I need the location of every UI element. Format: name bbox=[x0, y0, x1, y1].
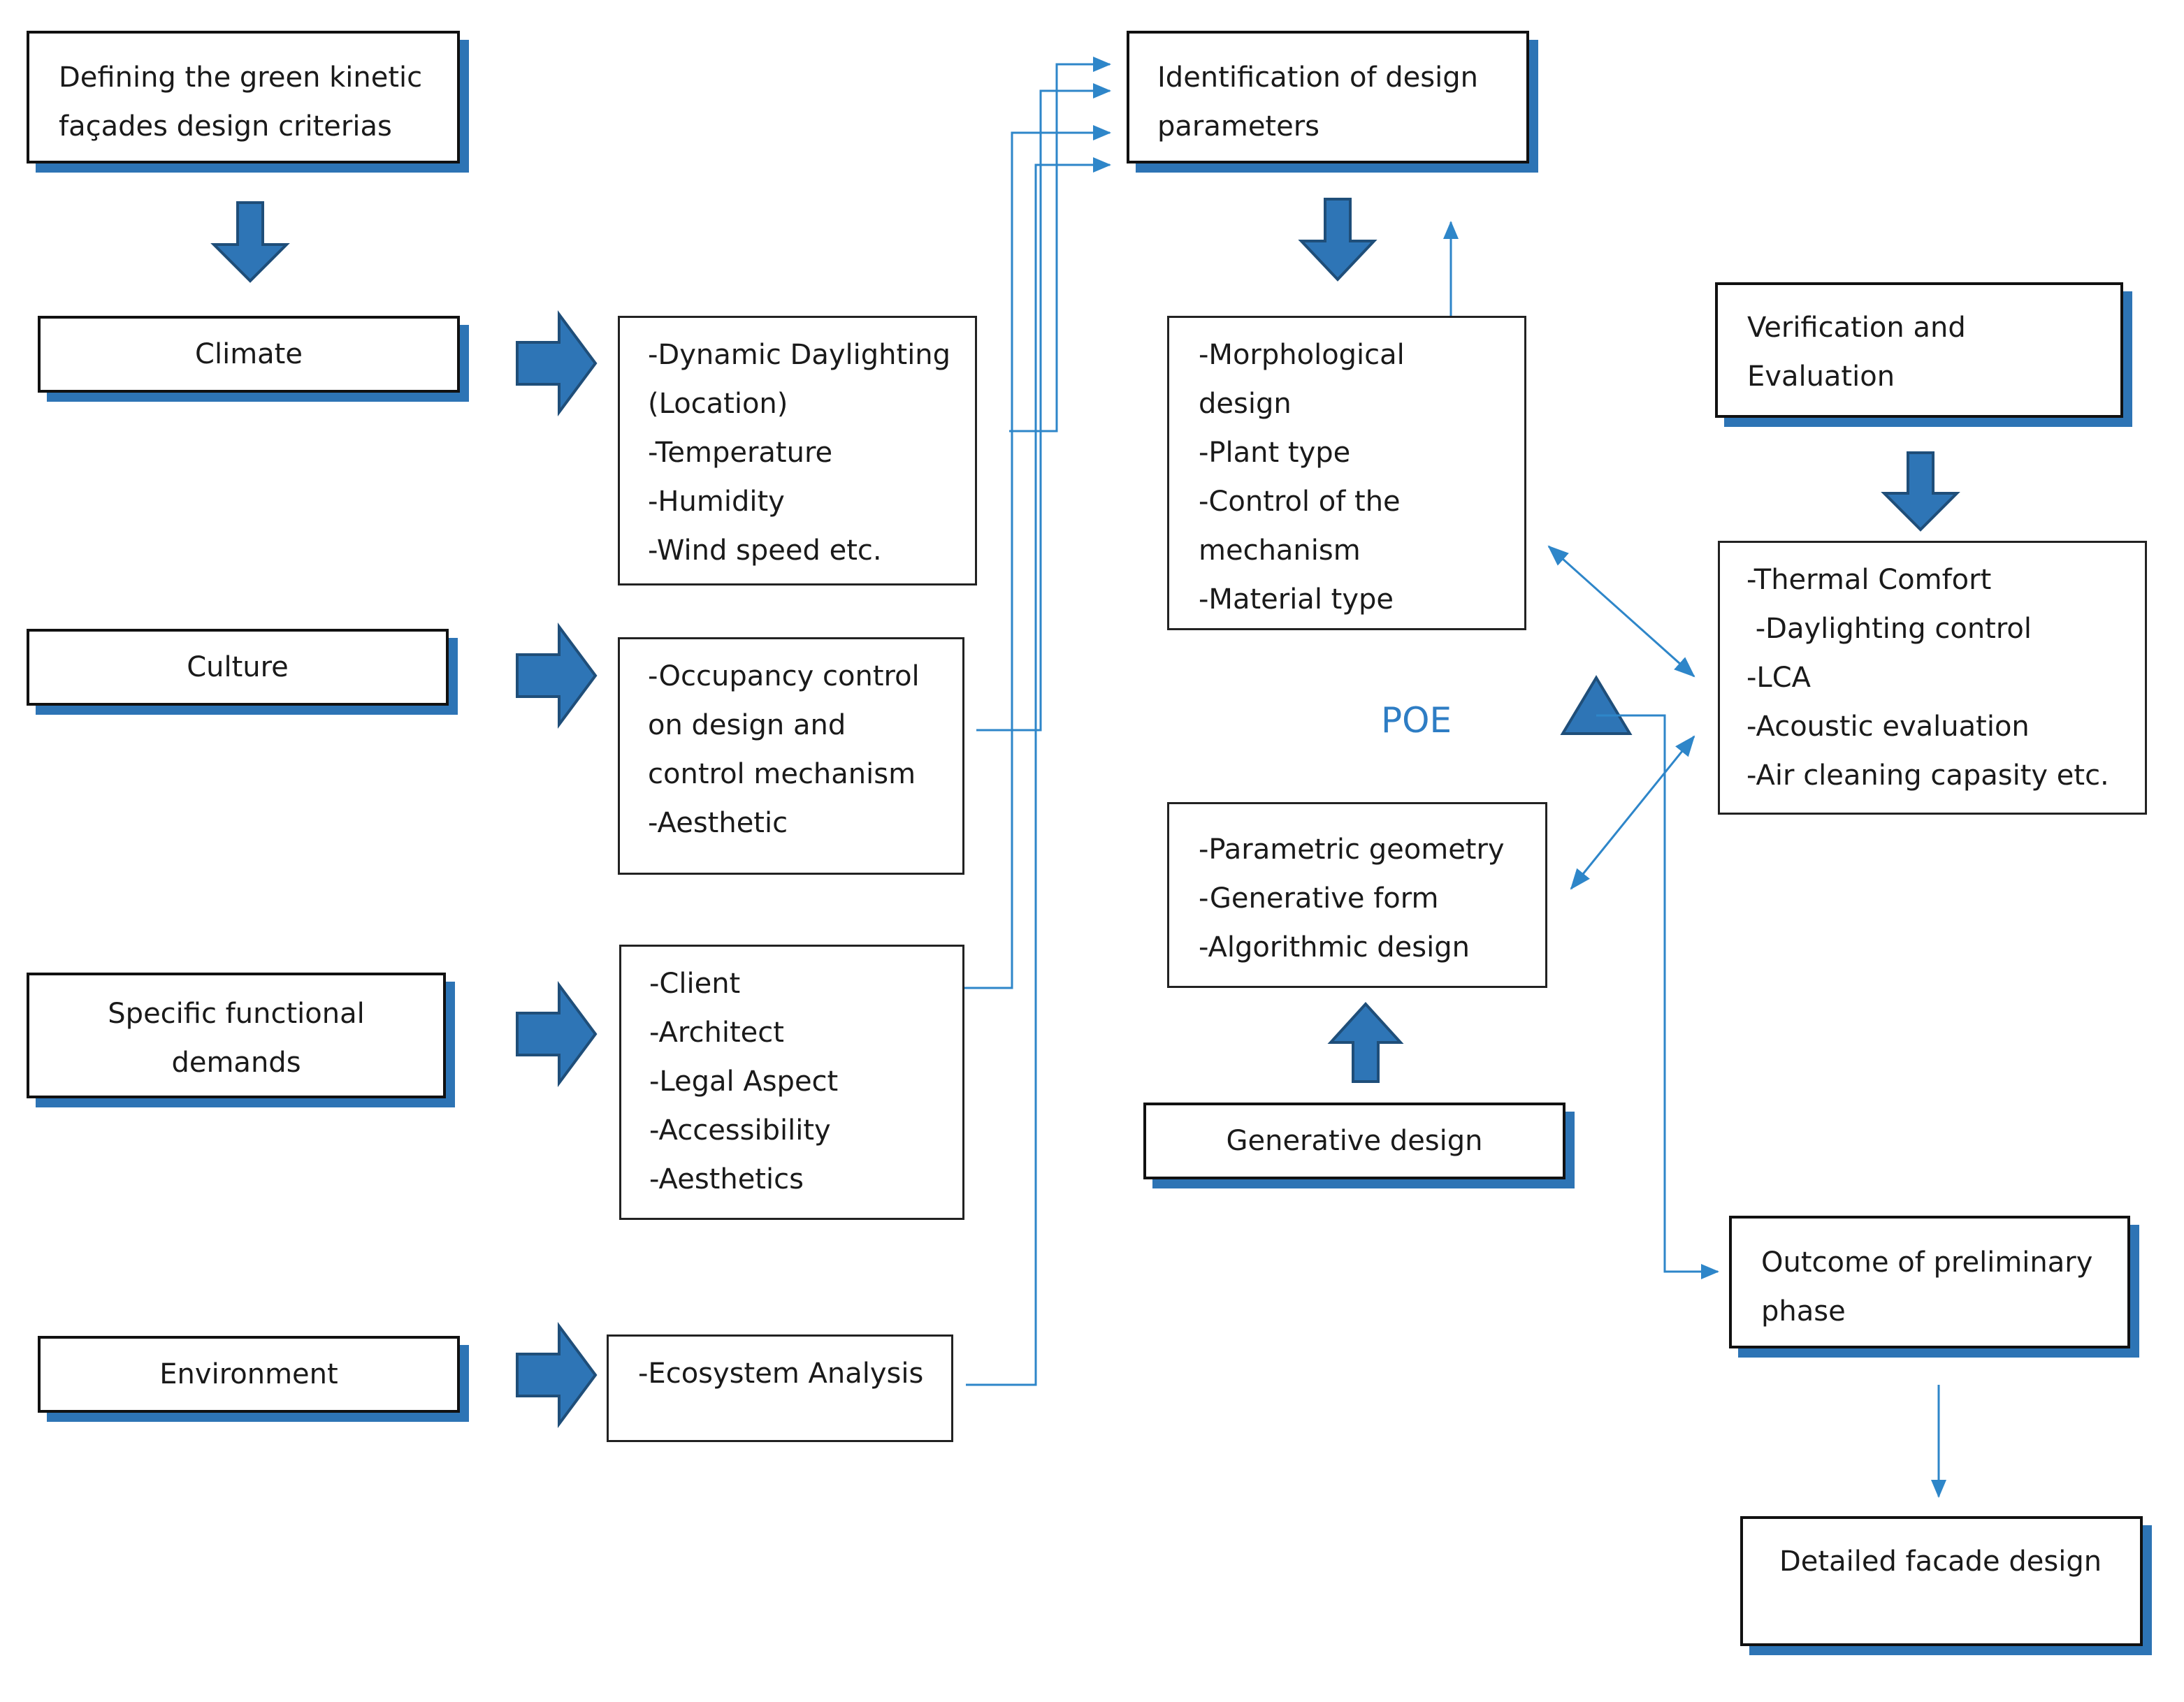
connector-parametric-evaluation bbox=[1570, 735, 1695, 890]
culture-item-4: -Aesthetic bbox=[648, 807, 788, 839]
specific-item-5: -Aesthetics bbox=[649, 1163, 804, 1195]
identification-box: Identification of design parameters bbox=[1127, 31, 1529, 163]
climate-item-4: -Humidity bbox=[648, 486, 785, 518]
climate-item-5: -Wind speed etc. bbox=[648, 534, 882, 567]
generative-box: Generative design bbox=[1143, 1103, 1565, 1179]
specific-box: Specific functional demands bbox=[27, 973, 446, 1098]
culture-box: Culture bbox=[27, 629, 449, 706]
detailed-box: Detailed facade design bbox=[1740, 1516, 2143, 1646]
parametric-item-3: -Algorithmic design bbox=[1199, 931, 1470, 963]
climate-box: Climate bbox=[38, 316, 460, 393]
right-arrow-climate bbox=[516, 310, 598, 417]
defining-line-1: Defining the green kinetic bbox=[59, 61, 423, 94]
connector-poe-outcome bbox=[1596, 714, 1719, 1279]
morphological-item-3: -Plant type bbox=[1199, 437, 1351, 469]
parametric-item-2: -Generative form bbox=[1199, 882, 1439, 915]
outcome-line-2: phase bbox=[1761, 1295, 1846, 1328]
morphological-box: -Morphological design -Plant type -Contr… bbox=[1167, 316, 1526, 630]
outcome-line-1: Outcome of preliminary bbox=[1761, 1246, 2093, 1279]
generative-label: Generative design bbox=[1226, 1125, 1483, 1157]
down-arrow-verification bbox=[1881, 451, 1960, 532]
culture-label: Culture bbox=[187, 651, 289, 683]
defining-box: Defining the green kinetic façades desig… bbox=[27, 31, 460, 163]
up-arrow-generative bbox=[1327, 1002, 1404, 1083]
evaluation-item-4: -Acoustic evaluation bbox=[1747, 711, 2030, 743]
climate-item-1: -Dynamic Daylighting bbox=[648, 339, 951, 371]
culture-item-1: -Occupancy control bbox=[648, 660, 920, 692]
identification-line-2: parameters bbox=[1157, 110, 1320, 143]
verification-box: Verification and Evaluation bbox=[1715, 282, 2123, 418]
down-arrow-identification bbox=[1298, 198, 1377, 282]
morphological-item-6: -Material type bbox=[1199, 583, 1394, 616]
evaluation-item-2: -Daylighting control bbox=[1747, 613, 2032, 645]
right-arrow-specific bbox=[516, 980, 598, 1088]
evaluation-item-3: -LCA bbox=[1747, 662, 1811, 694]
specific-factors-box: -Client -Architect -Legal Aspect -Access… bbox=[619, 945, 964, 1220]
culture-item-3: control mechanism bbox=[648, 758, 916, 790]
identification-line-1: Identification of design bbox=[1157, 61, 1478, 94]
right-arrow-culture bbox=[516, 622, 598, 729]
environment-box: Environment bbox=[38, 1336, 460, 1413]
connector-environment bbox=[966, 157, 1111, 1386]
climate-item-2: (Location) bbox=[648, 388, 788, 420]
climate-label: Climate bbox=[195, 338, 303, 370]
detailed-label: Detailed facade design bbox=[1779, 1545, 2102, 1578]
specific-item-3: -Legal Aspect bbox=[649, 1065, 839, 1098]
connector-specific bbox=[964, 125, 1111, 989]
specific-line-1: Specific functional bbox=[108, 998, 365, 1030]
evaluation-item-1: -Thermal Comfort bbox=[1747, 564, 1992, 596]
evaluation-box: -Thermal Comfort -Daylighting control -L… bbox=[1718, 541, 2147, 815]
environment-factors-box: -Ecosystem Analysis bbox=[607, 1334, 953, 1442]
specific-item-4: -Accessibility bbox=[649, 1114, 831, 1147]
poe-label: POE bbox=[1381, 700, 1452, 741]
morphological-item-4: -Control of the bbox=[1199, 486, 1401, 518]
evaluation-item-5: -Air cleaning capasity etc. bbox=[1747, 759, 2109, 792]
environment-item-1: -Ecosystem Analysis bbox=[638, 1358, 924, 1390]
morphological-item-2: design bbox=[1199, 388, 1292, 420]
connector-morphological-evaluation bbox=[1547, 545, 1695, 678]
culture-factors-box: -Occupancy control on design and control… bbox=[618, 637, 964, 875]
environment-label: Environment bbox=[159, 1358, 338, 1390]
connector-climate bbox=[1009, 57, 1111, 432]
poe-triangle bbox=[1560, 675, 1633, 735]
connector-culture bbox=[976, 83, 1111, 732]
climate-factors-box: -Dynamic Daylighting (Location) -Tempera… bbox=[618, 316, 977, 585]
specific-item-1: -Client bbox=[649, 968, 741, 1000]
verification-line-1: Verification and bbox=[1747, 312, 1966, 344]
specific-item-2: -Architect bbox=[649, 1017, 784, 1049]
verification-line-2: Evaluation bbox=[1747, 361, 1895, 393]
morphological-item-1: -Morphological bbox=[1199, 339, 1405, 371]
morphological-item-5: mechanism bbox=[1199, 534, 1361, 567]
down-arrow-1 bbox=[210, 201, 290, 283]
specific-line-2: demands bbox=[171, 1047, 301, 1079]
climate-item-3: -Temperature bbox=[648, 437, 833, 469]
right-arrow-environment bbox=[516, 1321, 598, 1429]
parametric-item-1: -Parametric geometry bbox=[1199, 834, 1505, 866]
culture-item-2: on design and bbox=[648, 709, 846, 741]
parametric-box: -Parametric geometry -Generative form -A… bbox=[1167, 802, 1547, 988]
defining-line-2: façades design criterias bbox=[59, 110, 392, 143]
outcome-box: Outcome of preliminary phase bbox=[1729, 1216, 2130, 1348]
